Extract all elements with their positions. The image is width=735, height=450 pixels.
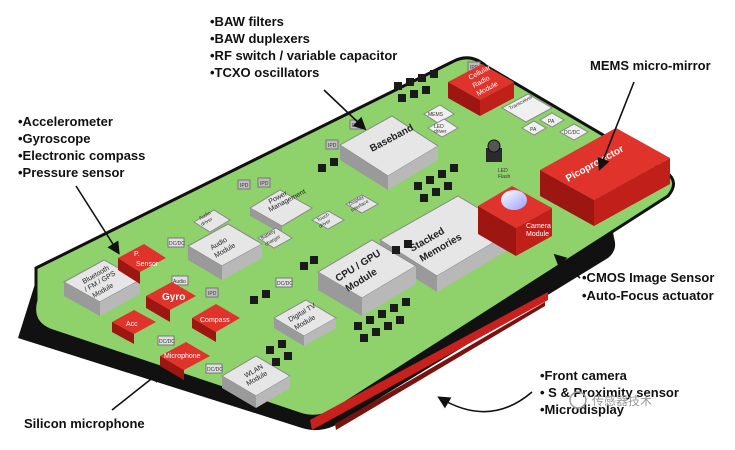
pressure-sensor-chip: P. Sensor <box>118 244 166 284</box>
red-edge-strip <box>310 292 548 430</box>
led-driver-label-2: driver <box>434 129 447 135</box>
dcdc-tag-1 <box>167 237 185 248</box>
arrow-mic <box>111 370 163 411</box>
motion-item-1: •Accelerometer <box>18 114 113 129</box>
callout-motion: •Accelerometer •Gyroscope •Electronic co… <box>18 114 145 180</box>
picoprojector-chip: Picoprojector <box>540 128 670 226</box>
arrow-front <box>437 391 533 413</box>
camera-label-1: Camera <box>526 223 551 230</box>
motion-item-3: •Electronic compass <box>18 148 145 163</box>
dcdc-tag-3 <box>157 335 175 346</box>
callout-arrows <box>75 81 635 413</box>
cmos-item-1: •CMOS Image Sensor <box>582 270 714 285</box>
digital-tv-chip: Digital TV Module <box>273 299 337 346</box>
microphone-chip: Microphone <box>160 342 210 380</box>
arrow-motion <box>75 185 120 255</box>
touch-label-2: driver <box>318 218 332 230</box>
red-edge-strip-2 <box>335 302 545 430</box>
cellular-radio-chip: Cellular Radio Module <box>448 64 514 116</box>
rf-item-3: •RF switch / variable capacitor <box>210 48 397 63</box>
audio-amp-label: Audio <box>173 279 186 285</box>
gyro-label: Gyro <box>162 292 185 303</box>
power-management-chip: Power Management <box>249 188 313 234</box>
cmos-item-2: •Auto-Focus actuator <box>582 288 714 303</box>
audio-amp-tag <box>171 275 189 286</box>
dcdc-tag-2 <box>275 277 293 288</box>
ipd-tag-6-label: IPD <box>208 291 217 297</box>
camera-label-2: Module <box>526 231 549 238</box>
motion-item-2: •Gyroscope <box>18 131 90 146</box>
camera-lens <box>501 190 527 210</box>
front-item-1: •Front camera <box>540 368 628 383</box>
callout-rf: •BAW filters •BAW duplexers •RF switch /… <box>210 14 397 80</box>
dcdc-tag-4-label: DC/DC <box>207 367 223 373</box>
ipd-tag-5-label: IPD <box>470 65 479 71</box>
callout-mems-mirror: MEMS micro-mirror <box>590 58 711 73</box>
audio-module-chip: Audio Module <box>186 223 264 280</box>
led-flash-label-2: Flash <box>498 174 510 180</box>
led-driver-label-1: LED <box>434 124 444 130</box>
pa2-label: PA <box>548 119 555 125</box>
touch-label-1: Touch <box>316 212 331 224</box>
ipd-tag-3-label: IPD <box>240 183 249 189</box>
callout-mic: Silicon microphone <box>24 416 145 431</box>
pa1-label: PA <box>530 127 537 133</box>
arrow-mems <box>597 81 635 171</box>
callout-cmos: •CMOS Image Sensor •Auto-Focus actuator <box>582 270 714 303</box>
ipd-tag-4 <box>257 177 271 188</box>
ipd-tag-6 <box>205 287 219 298</box>
arrow-rf <box>323 89 367 131</box>
ipd-tag-2 <box>325 139 339 150</box>
ipd-tag-2-label: IPD <box>328 143 337 149</box>
motion-item-4: •Pressure sensor <box>18 165 124 180</box>
passive-clusters <box>250 70 458 366</box>
pmic-label-2: Sensor <box>136 261 159 268</box>
microphone-label: Microphone <box>164 353 201 360</box>
gyro-chip: Gyro <box>146 282 196 322</box>
led-flash-label-1: LED <box>498 168 508 174</box>
watermark: 传感器技术 <box>569 391 652 409</box>
mems-small-label: MEMS <box>428 112 444 118</box>
baseband-chip: Baseband <box>339 115 439 190</box>
watermark-text: 传感器技术 <box>592 393 652 408</box>
small-gray-chips: Audio driver Battery charger Touch drive… <box>193 93 590 249</box>
dcdc-rf-label: DC/DC <box>564 130 580 136</box>
acc-chip: Acc <box>112 310 156 344</box>
camera-module-chip: Camera Module <box>478 186 552 256</box>
arrow-cmos <box>553 253 581 279</box>
dcdc-tag-4 <box>205 363 223 374</box>
front-item-3: •Microdisplay <box>540 402 625 417</box>
watermark-icon <box>569 391 587 409</box>
compass-label: Compass <box>200 317 230 324</box>
rf-item-1: •BAW filters <box>210 14 284 29</box>
led-flash: LED Flash <box>486 139 510 180</box>
acc-label: Acc <box>126 321 138 328</box>
pmic-label-1: P. <box>134 251 140 258</box>
rf-item-2: •BAW duplexers <box>210 31 310 46</box>
red-chips: Cellular Radio Module Picoprojector Came… <box>112 64 670 380</box>
callout-front: •Front camera • S & Proximity sensor •Mi… <box>540 368 679 417</box>
rf-item-4: •TCXO oscillators <box>210 65 319 80</box>
audio-driver-label-1: Audio <box>198 210 212 222</box>
dcdc-tag-2-label: DC/DC <box>277 281 293 287</box>
dcdc-tag-3-label: DC/DC <box>159 339 175 345</box>
front-item-2: • S & Proximity sensor <box>540 385 679 400</box>
dcdc-tag-1-label: DC/DC <box>169 241 185 247</box>
ipd-tag-4-label: IPD <box>260 181 269 187</box>
ipd-tag-3 <box>237 179 251 190</box>
compass-chip: Compass <box>192 304 240 342</box>
audio-driver-label-2: driver <box>200 216 214 228</box>
